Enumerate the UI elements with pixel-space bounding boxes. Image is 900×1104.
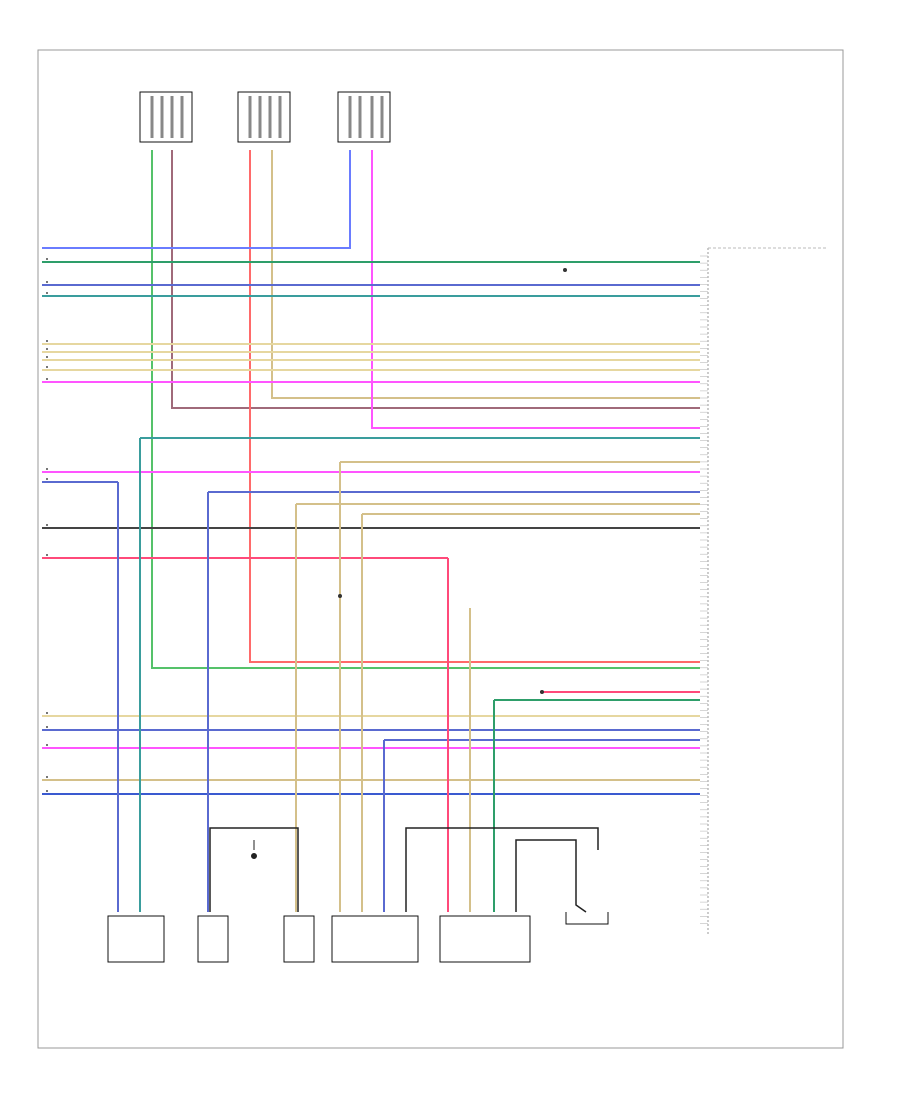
bus-pin-marker <box>46 281 48 283</box>
component-box-2 <box>197 915 229 963</box>
component-box-1 <box>107 915 165 963</box>
bus-pin-marker <box>46 712 48 714</box>
bus-pin-marker <box>46 744 48 746</box>
bus-pin-marker <box>46 478 48 480</box>
bus-pin-marker <box>46 356 48 358</box>
fuse-symbol <box>251 840 257 859</box>
vertical-wires <box>42 150 700 669</box>
top-connector-1 <box>139 91 193 143</box>
wire-red-1 <box>249 150 700 663</box>
wire-blue-top <box>42 150 351 249</box>
splice-markers <box>300 268 567 694</box>
descending-wires <box>42 437 700 912</box>
bottom-components <box>107 912 609 963</box>
top-connector-3 <box>337 91 391 143</box>
bus-pin-marker <box>46 340 48 342</box>
bus-pin-marker <box>46 554 48 556</box>
wire-pink-top <box>371 150 700 429</box>
bus-pin-marker <box>46 468 48 470</box>
bus-pin-marker <box>46 776 48 778</box>
bus-pin-marker <box>46 366 48 368</box>
left-bus-pins <box>46 258 48 792</box>
wire-tan-top <box>271 150 700 399</box>
diagram-frame <box>37 49 844 1049</box>
component-box-3 <box>283 915 315 963</box>
component-box-4 <box>331 915 419 963</box>
wire-green-1 <box>151 150 700 669</box>
bus-pin-marker <box>46 726 48 728</box>
component-box-5 <box>439 915 531 963</box>
component-box-6 <box>565 912 609 925</box>
horizontal-wires <box>42 261 700 795</box>
bus-pin-marker <box>46 348 48 350</box>
bus-pin-marker <box>46 292 48 294</box>
bus-pin-marker <box>46 258 48 260</box>
top-connector-2 <box>237 91 291 143</box>
bus-pin-marker <box>46 524 48 526</box>
ground-loops <box>209 827 599 913</box>
right-module-pins <box>700 255 708 924</box>
right-module <box>707 247 828 935</box>
wire-mauve <box>171 150 700 409</box>
bus-pin-marker <box>46 378 48 380</box>
bus-pin-marker <box>46 790 48 792</box>
